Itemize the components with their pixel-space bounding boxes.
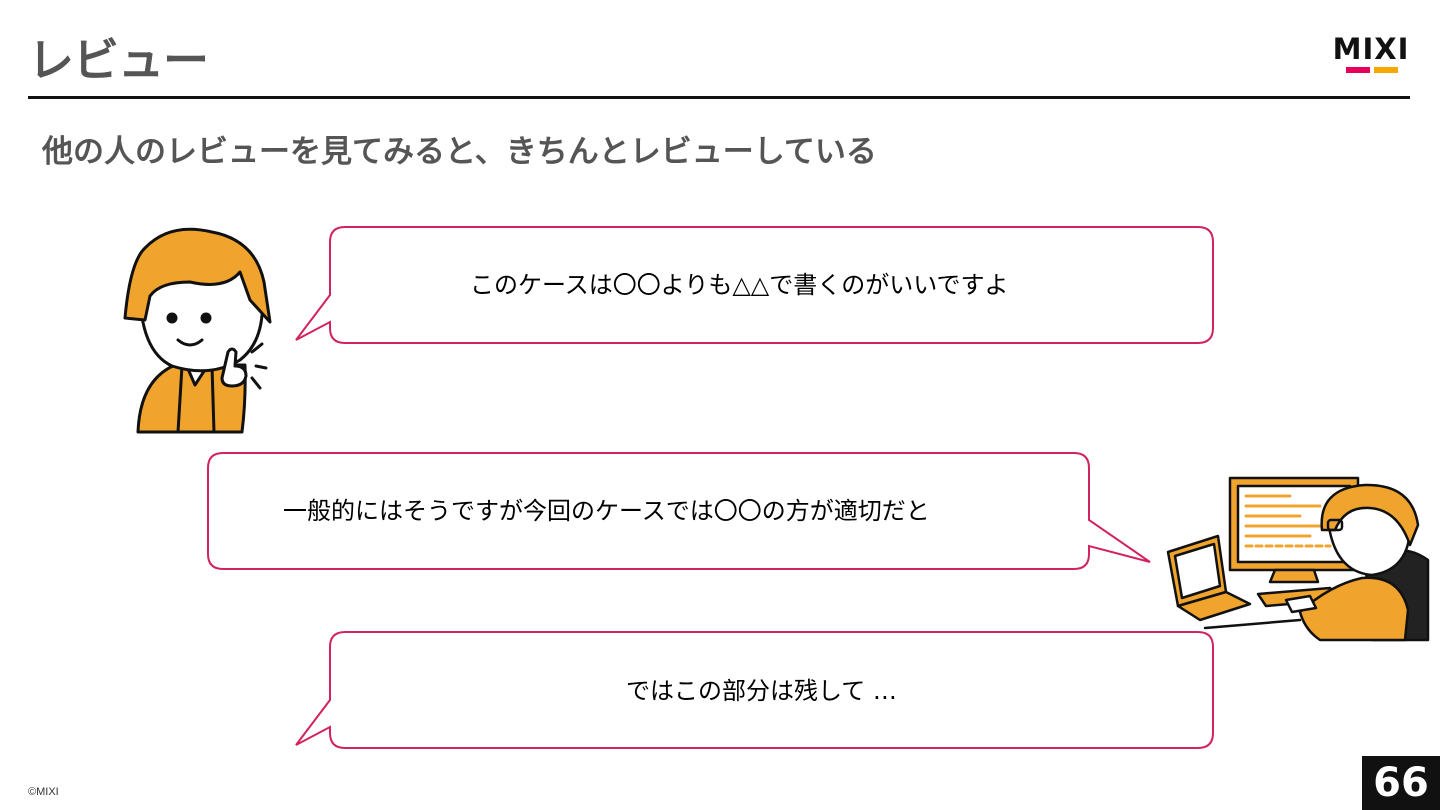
bubble-2-text: 一般的にはそうですが今回のケースでは〇〇の方が適切だと [283,497,930,525]
copyright-notice: ©MIXI [28,786,59,798]
bubble-3-text: ではこの部分は残して … [626,677,897,705]
logo-text: MIXI [1332,32,1410,66]
slide-subtitle: 他の人のレビューを見てみると、きちんとレビューしている [42,134,877,170]
pointing-character-icon [123,227,272,434]
speech-bubble-3 [295,631,1214,749]
logo-pink-bar [1346,67,1370,73]
speech-bubble-1 [295,226,1214,344]
page-number: 66 [1362,756,1440,810]
speech-bubble-2 [207,452,1151,570]
bubble-1-text: このケースは〇〇よりも△△で書くのがいいですよ [470,271,1009,299]
mixi-logo: MIXI [1330,34,1412,76]
logo-orange-bar [1374,67,1398,73]
computer-user-icon [1166,476,1430,642]
title-divider [28,96,1410,99]
slide-title: レビュー [28,33,209,87]
